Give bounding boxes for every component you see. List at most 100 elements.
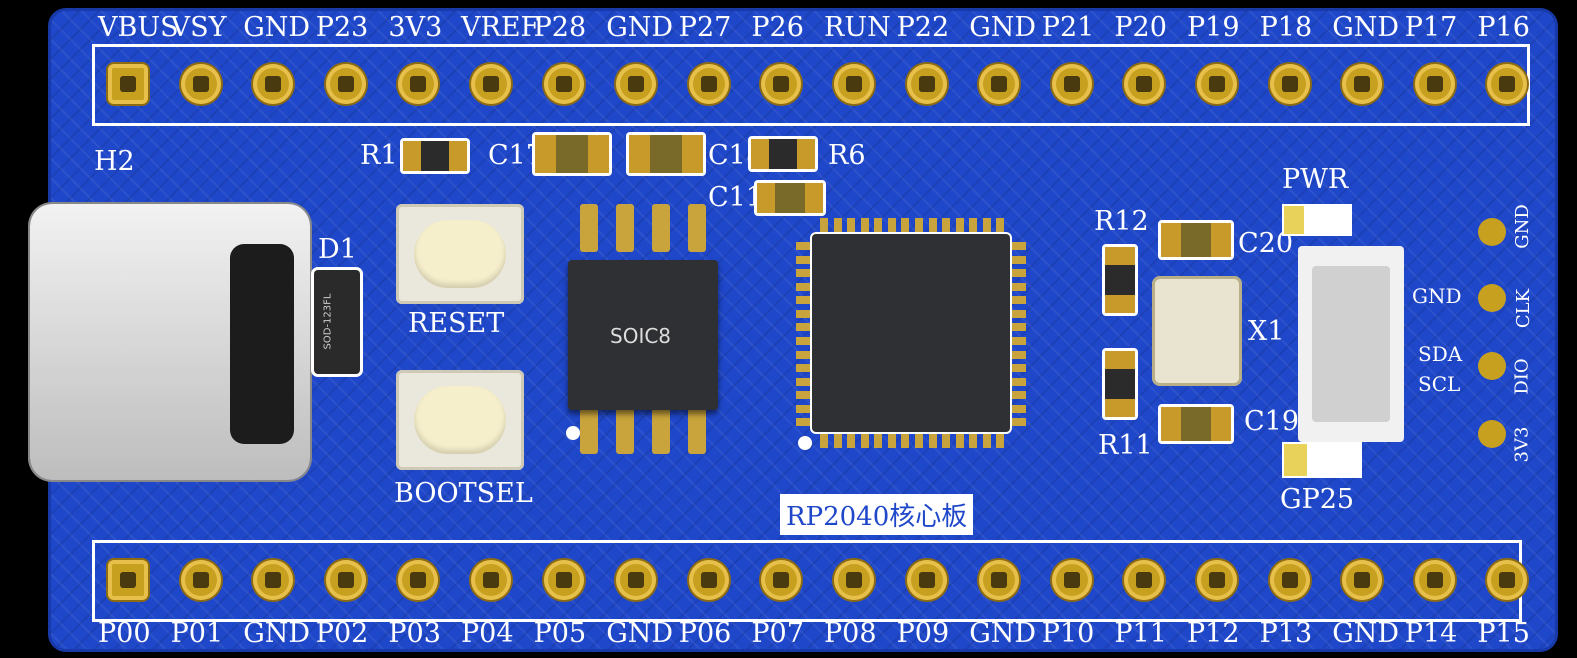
header-pin-p09-11 [906, 560, 947, 600]
rp2040-pin [1010, 323, 1026, 332]
header-pin-p10-13 [1051, 560, 1092, 600]
label-r12: R12 [1094, 206, 1149, 237]
resistor-r12 [1102, 244, 1138, 316]
header-pin-gnd-2 [253, 560, 294, 600]
side-label-gnd: GND [1511, 204, 1533, 249]
top-header-outline [92, 44, 1530, 126]
label-x1: X1 [1248, 316, 1285, 347]
rp2040-pin [1010, 404, 1026, 413]
rp2040-chip [812, 234, 1010, 432]
header-pin-p01-1 [180, 560, 221, 600]
side-pad-gnd [1478, 218, 1506, 246]
label-h2: H2 [94, 146, 135, 177]
rp2040-pin [996, 218, 1005, 234]
resistor-r1 [400, 138, 470, 174]
pin-label-p09-11: P09 [896, 618, 950, 649]
header-pin-p16-19 [1487, 64, 1528, 104]
rp2040-pin [874, 218, 883, 234]
pin-label-p27-8: P27 [678, 12, 732, 43]
pin-label-p06-8: P06 [678, 618, 732, 649]
rp2040-pin [1010, 350, 1026, 359]
soic-label: SOIC8 [610, 324, 672, 348]
rp2040-pin [796, 242, 812, 250]
pin-label-3v3-4: 3V3 [388, 12, 443, 43]
rp2040-pin [969, 432, 978, 448]
rp2040-pin [796, 337, 812, 345]
soic-pin [580, 406, 598, 454]
pin-label-p22-11: P22 [896, 12, 950, 43]
pin-label-p00-0: P00 [98, 618, 151, 649]
rp2040-pin [928, 218, 937, 234]
pin-label-p07-9: P07 [751, 618, 804, 649]
header-pin-gnd-12 [979, 64, 1020, 104]
capacitor-c18 [626, 132, 706, 176]
header-pin-p04-5 [471, 560, 511, 600]
header-pin-vbus-0 [108, 64, 148, 104]
rp2040-pin [796, 391, 812, 400]
pin-label-p21-13: P21 [1041, 12, 1095, 43]
soic-pin [616, 204, 634, 252]
pin-label-p15-19: P15 [1477, 618, 1530, 649]
rp2040-pin [796, 364, 812, 373]
diode-marking: SOD-123FL [322, 293, 334, 350]
soic-pin [616, 406, 634, 454]
pin-label-gnd-7: GND [606, 618, 674, 649]
pin-label-gnd-17: GND [1332, 12, 1400, 43]
capacitor-c19 [1158, 404, 1234, 444]
reset-button[interactable] [396, 204, 524, 304]
bootsel-button[interactable] [396, 370, 524, 470]
pin-label-vbus-0: VBUS [98, 12, 179, 43]
header-pin-p22-11 [906, 64, 947, 104]
pin-label-p16-19: P16 [1477, 12, 1530, 43]
header-pin-p14-18 [1414, 560, 1455, 600]
label-d1: D1 [318, 234, 357, 265]
rp2040-pin [796, 404, 812, 413]
side-pad-3v3 [1478, 420, 1506, 448]
label-c19: C19 [1244, 406, 1300, 437]
rp2040-pin [820, 218, 828, 234]
rp2040-pin [1010, 337, 1026, 345]
rp2040-pin [1010, 309, 1026, 318]
rp2040-pin [796, 418, 812, 427]
pin-label-p13-16: P13 [1259, 618, 1313, 649]
rp2040-pin [1010, 255, 1026, 264]
rp2040-pin [887, 218, 896, 234]
soic-pin1-dot [566, 426, 580, 440]
header-pin-p18-16 [1269, 64, 1310, 104]
header-pin-gnd-12 [979, 560, 1020, 600]
header-pin-gnd-17 [1342, 64, 1383, 104]
rp2040-pin [796, 350, 812, 359]
rp2040-pin [901, 432, 910, 448]
header-pin-p03-4 [398, 560, 439, 600]
soic-pin [652, 406, 670, 454]
label-conn-scl: SCL [1418, 372, 1461, 396]
rp2040-pin [996, 432, 1005, 448]
header-pin-p15-19 [1487, 560, 1528, 600]
rp2040-pin [833, 218, 842, 234]
pin-label-vref-5: VREF [461, 12, 540, 43]
rp2040-pin1-dot [798, 436, 812, 450]
pin-label-run-10: RUN [824, 12, 891, 43]
side-pad-dio [1478, 352, 1506, 380]
pin-label-gnd-12: GND [969, 618, 1037, 649]
label-bootsel: BOOTSEL [394, 478, 533, 509]
rp2040-pin [1010, 377, 1026, 386]
header-pin-gnd-7 [616, 64, 657, 104]
rp2040-pin [969, 218, 978, 234]
header-pin-p23-3 [325, 64, 366, 104]
pin-label-vsy-1: VSY [170, 12, 227, 43]
diode-d1: SOD-123FL [314, 270, 360, 374]
header-pin-p17-18 [1414, 64, 1455, 104]
pin-label-gnd-2: GND [243, 12, 311, 43]
pin-label-p08-10: P08 [824, 618, 877, 649]
soic-pin [688, 204, 706, 252]
rp2040-pin [796, 269, 812, 278]
pin-label-p11-14: P11 [1114, 618, 1167, 649]
header-pin-p08-10 [834, 560, 874, 600]
pin-label-p18-16: P18 [1259, 12, 1313, 43]
pin-label-p28-6: P28 [533, 12, 587, 43]
rp2040-pin [796, 309, 812, 318]
label-conn-sda: SDA [1418, 342, 1463, 366]
side-pad-clk [1478, 284, 1506, 312]
